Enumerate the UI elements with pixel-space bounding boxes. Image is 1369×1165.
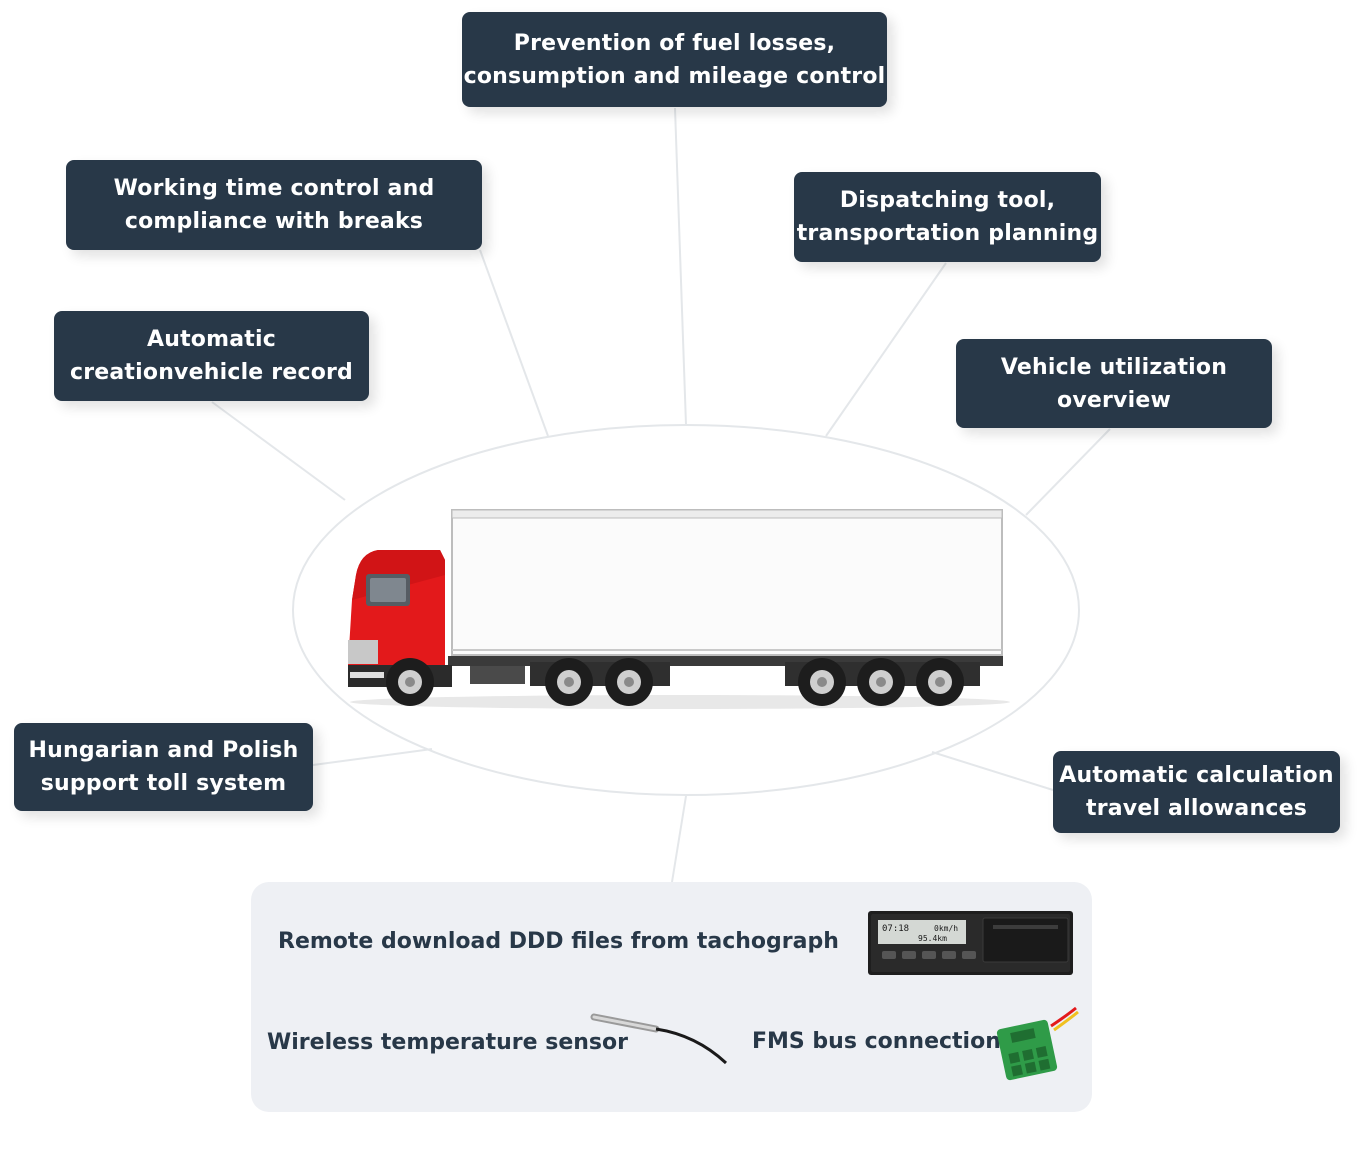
feature-label: compliance with breaks [124,209,424,234]
truck-icon [348,509,1010,709]
feature-label: Prevention of fuel losses, [513,30,836,56]
connector-line [1025,428,1111,516]
feature-label: Vehicle utilization [1000,354,1228,380]
tacho-speed: 0km/h [934,924,958,933]
feature-label: Dispatching tool, [839,188,1056,213]
feature-fuel-control: Prevention of fuel losses, consumption a… [462,12,887,107]
tachograph-icon: 07:18 0km/h 95.4km [868,911,1073,975]
feature-vehicle-record: Automatic creationvehicle record [54,311,369,401]
feature-label: support toll system [40,771,287,796]
connector-line [312,748,433,766]
feature-label: Hungarian and Polish [28,738,299,763]
connector-line [825,262,947,437]
temperature-sensor-icon [586,1007,731,1069]
feature-label: overview [1057,387,1171,413]
temperature-sensor-label: Wireless temperature sensor [267,1030,628,1055]
connector-line [479,249,549,437]
feature-label: creationvehicle record [69,360,354,385]
feature-working-time: Working time control and compliance with… [66,160,482,250]
feature-label: Automatic [147,327,276,352]
tachograph-label: Remote download DDD files from tachograp… [278,929,839,954]
fms-connector-icon [996,1006,1081,1081]
feature-travel-allowances: Automatic calculation travel allowances [1053,751,1340,833]
connector-line [211,401,346,501]
feature-vehicle-utilization: Vehicle utilization overview [956,339,1272,428]
fms-label: FMS bus connection [752,1029,1001,1054]
feature-label: travel allowances [1085,796,1307,821]
connector-line [674,107,687,426]
addon-panel: Remote download DDD files from tachograp… [251,882,1092,1112]
feature-label: Working time control and [113,176,435,201]
feature-toll-system: Hungarian and Polish support toll system [14,723,313,811]
feature-dispatching: Dispatching tool, transportation plannin… [794,172,1101,262]
feature-label: consumption and mileage control [463,63,886,89]
connector-line [931,751,1054,791]
connector-line [671,795,687,883]
tacho-time: 07:18 [882,924,909,934]
feature-label: Automatic calculation [1059,763,1334,788]
tacho-distance: 95.4km [918,934,947,943]
truck-area [290,425,1080,797]
feature-label: transportation planning [796,221,1099,246]
